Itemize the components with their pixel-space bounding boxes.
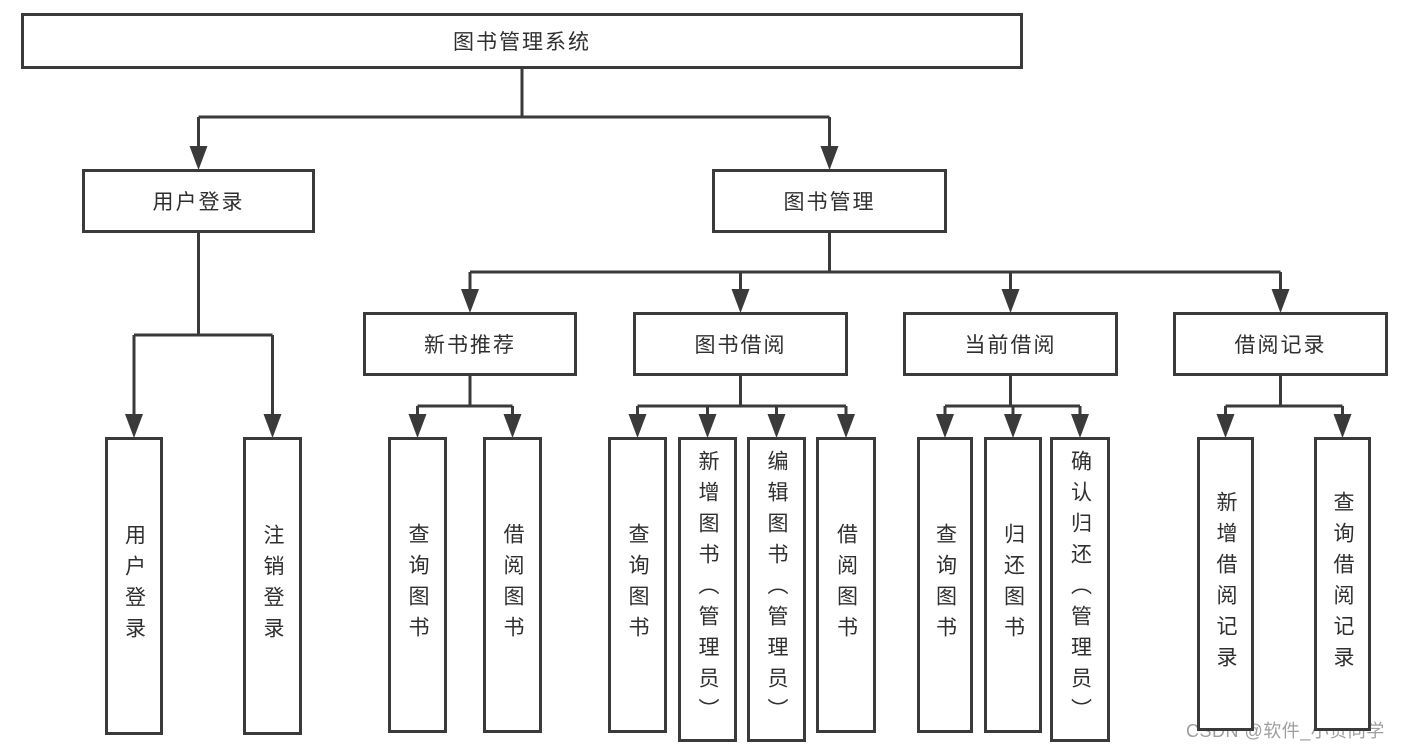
arrowhead-down-icon <box>1001 289 1020 313</box>
connector-root <box>197 69 831 151</box>
connector-borrow-record <box>1224 376 1344 419</box>
diagram-node-leaf-cb-return: 归还图书 <box>984 437 1042 733</box>
arrowhead-down-icon <box>1216 414 1235 438</box>
diagram-node-book-borrow: 图书借阅 <box>633 312 848 376</box>
diagram-node-leaf-user-login: 用户登录 <box>105 437 163 735</box>
diagram-node-leaf-logout: 注销登录 <box>243 437 302 735</box>
diagram-node-leaf-bb-edit: 编辑图书（管理员） <box>747 437 806 742</box>
arrowhead-down-icon <box>408 414 427 438</box>
arrowhead-down-icon <box>936 414 954 438</box>
diagram-node-leaf-nbr-borrow: 借阅图书 <box>483 437 542 733</box>
arrowhead-down-icon <box>628 414 647 438</box>
diagram-node-leaf-br-add: 新增借阅记录 <box>1197 437 1254 731</box>
diagram-node-book-mgmt: 图书管理 <box>712 169 947 233</box>
diagram-node-leaf-bb-add: 新增图书（管理员） <box>678 437 737 742</box>
diagram-node-leaf-nbr-query: 查询图书 <box>388 437 447 733</box>
arrowhead-down-icon <box>1071 414 1089 438</box>
arrowhead-down-icon <box>837 414 855 438</box>
connector-book-borrow <box>636 376 848 419</box>
diagram-node-user-login: 用户登录 <box>82 169 315 233</box>
arrowhead-down-icon <box>1004 414 1022 438</box>
arrowhead-down-icon <box>767 414 786 438</box>
diagram-node-borrow-record: 借阅记录 <box>1173 312 1388 376</box>
diagram-node-current-borrow: 当前借阅 <box>903 312 1118 376</box>
connector-user-login <box>132 233 274 419</box>
arrowhead-down-icon <box>1333 414 1352 438</box>
arrowhead-down-icon <box>461 289 479 313</box>
arrowhead-down-icon <box>503 414 522 438</box>
diagram-node-leaf-bb-query: 查询图书 <box>608 437 667 733</box>
connector-current-borrow <box>943 376 1082 419</box>
diagram-node-leaf-cb-confirm: 确认归还（管理员） <box>1050 437 1110 742</box>
arrowhead-down-icon <box>820 146 839 170</box>
diagram-node-leaf-cb-query: 查询图书 <box>917 437 973 733</box>
diagram-node-new-book-rec: 新书推荐 <box>363 312 577 376</box>
arrowhead-down-icon <box>1271 289 1290 313</box>
diagram-node-leaf-bb-borrow: 借阅图书 <box>816 437 876 733</box>
arrowhead-down-icon <box>731 289 750 313</box>
arrowhead-down-icon <box>189 146 208 170</box>
diagram-node-root: 图书管理系统 <box>21 13 1023 69</box>
arrowhead-down-icon <box>125 414 143 438</box>
connector-book-mgmt <box>468 233 1282 294</box>
diagram-node-leaf-br-query: 查询借阅记录 <box>1314 437 1371 731</box>
connector-new-book-rec <box>416 376 514 419</box>
arrowhead-down-icon <box>698 414 717 438</box>
arrowhead-down-icon <box>263 414 282 438</box>
